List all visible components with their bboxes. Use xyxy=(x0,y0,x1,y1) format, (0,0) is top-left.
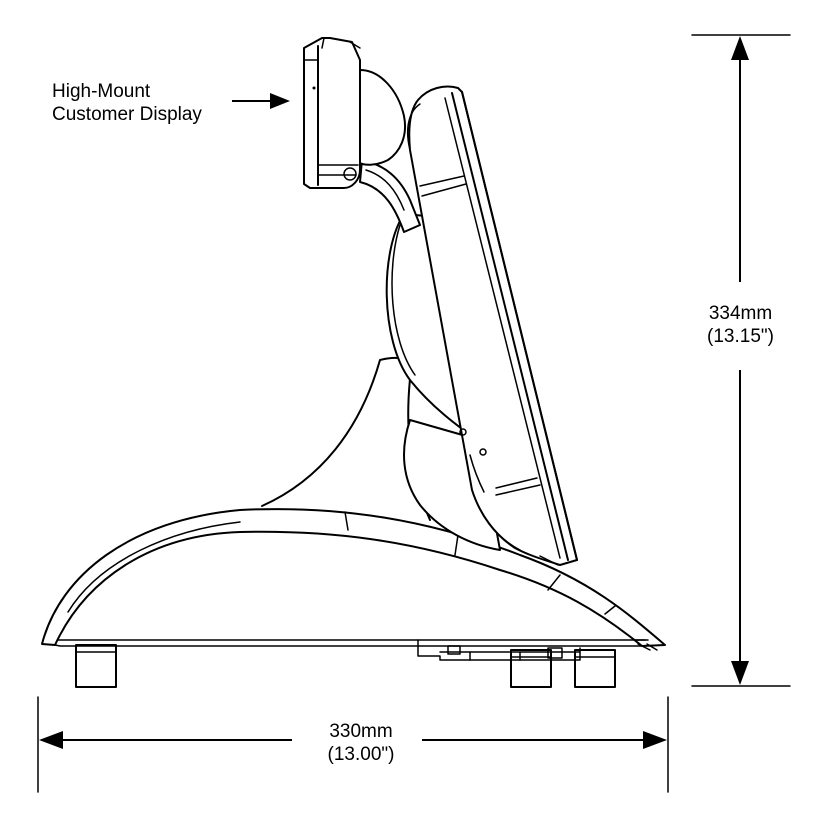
height-arrowhead-bottom xyxy=(731,661,749,685)
under-base-bracket xyxy=(417,639,581,661)
height-dimension xyxy=(691,34,791,687)
width-dimension xyxy=(37,696,669,793)
callout-label-line-1: High-Mount xyxy=(52,81,151,102)
height-metric-label: 334mm xyxy=(689,302,792,325)
customer-display-arm xyxy=(359,159,421,233)
callout-label-line-2: Customer Display xyxy=(52,104,202,125)
height-imperial-label: (13.15") xyxy=(689,325,792,348)
high-mount-customer-display xyxy=(303,37,406,189)
width-imperial-label: (13.00") xyxy=(302,743,420,766)
width-arrowhead-left xyxy=(39,731,63,749)
width-arrowhead-right xyxy=(643,731,667,749)
main-display-panel xyxy=(407,85,578,566)
callout-arrow xyxy=(232,93,290,109)
width-metric-label: 330mm xyxy=(302,720,420,743)
base-feet xyxy=(75,644,616,688)
stand-base xyxy=(41,508,666,651)
height-arrowhead-top xyxy=(731,36,749,60)
